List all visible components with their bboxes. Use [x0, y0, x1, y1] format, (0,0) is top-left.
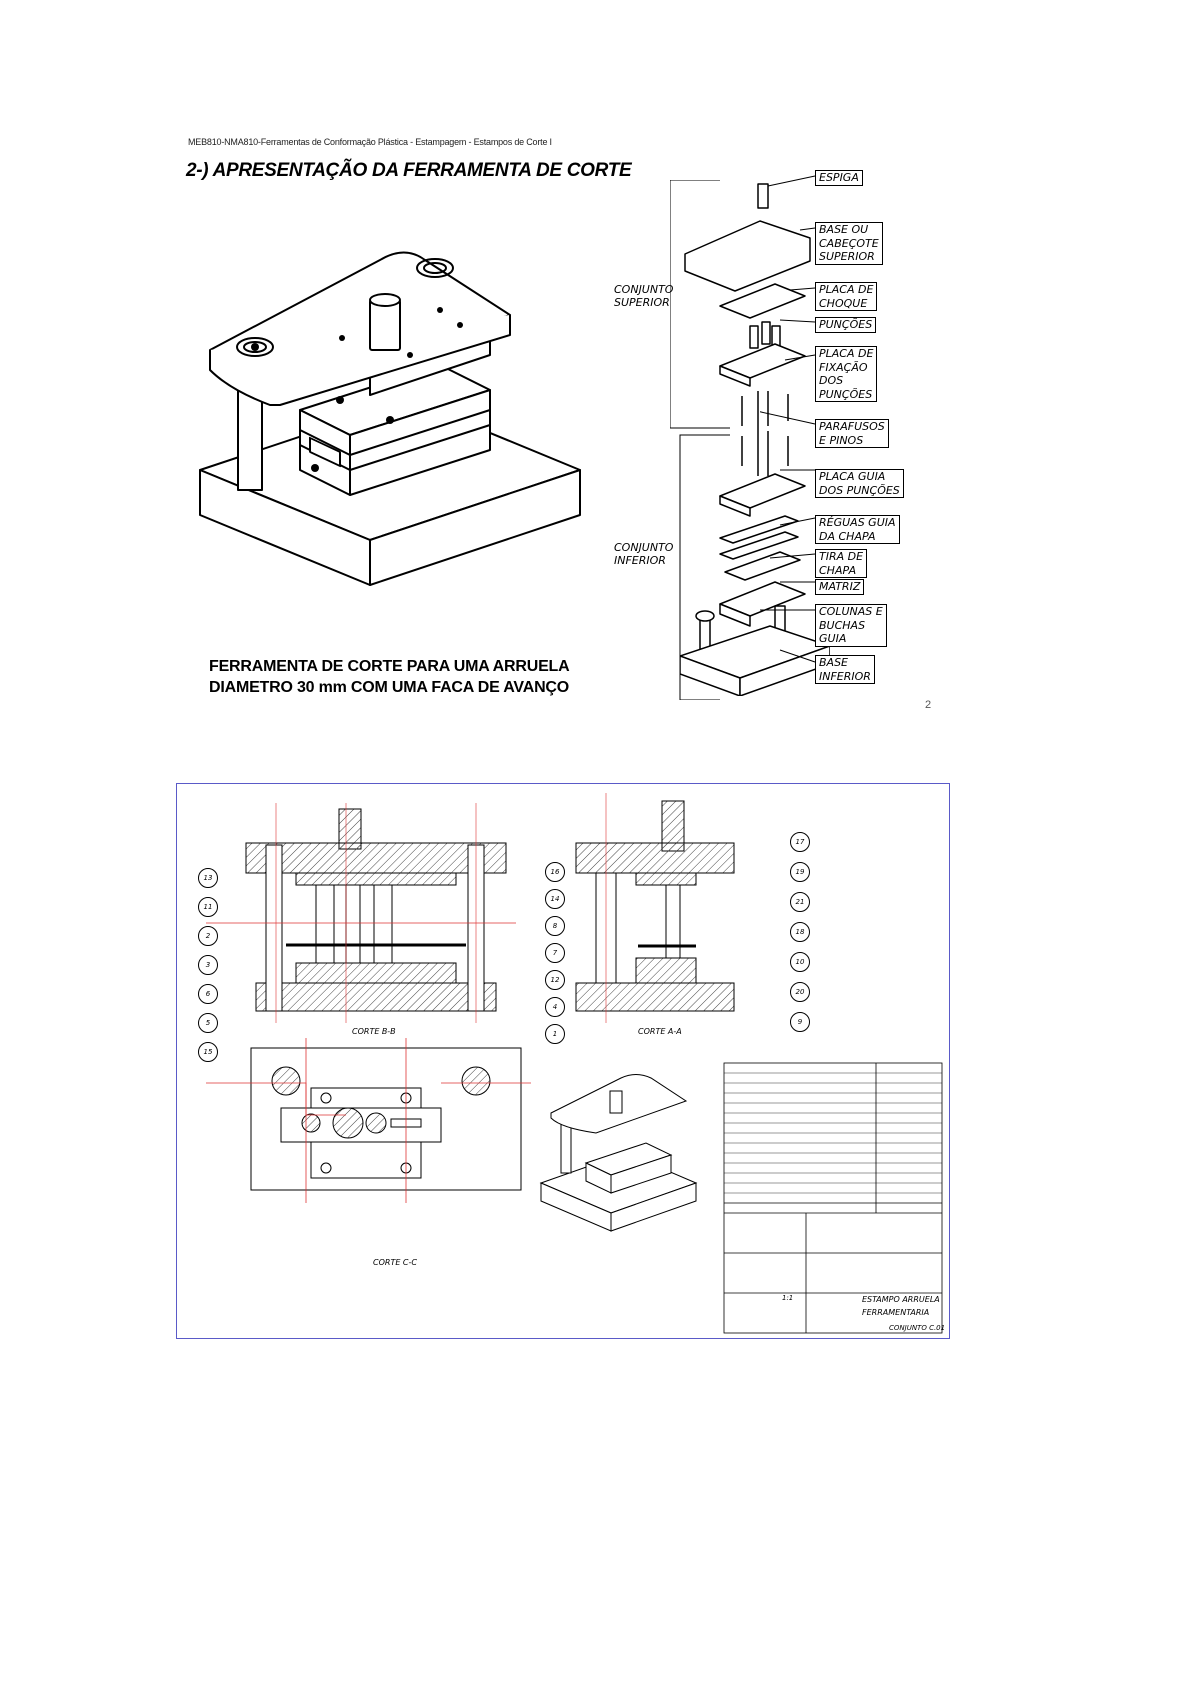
- balloon-6: 6: [198, 984, 218, 1004]
- drawing-isometric: [539, 1074, 698, 1232]
- balloon-3: 3: [198, 955, 218, 975]
- balloon-18: 18: [790, 922, 810, 942]
- slide-title: 2-) APRESENTAÇÃO DA FERRAMENTA DE CORTE: [186, 160, 632, 181]
- balloon-11: 11: [198, 897, 218, 917]
- balloon-21: 21: [790, 892, 810, 912]
- section-aa-label: CORTE A-A: [638, 1027, 682, 1036]
- part-label-base-superior: BASE OU CABEÇOTE SUPERIOR: [815, 222, 883, 265]
- balloon-4: 4: [545, 997, 565, 1017]
- technical-drawing-frame: [176, 783, 950, 1339]
- balloon-13: 13: [198, 868, 218, 888]
- part-label-matriz: MATRIZ: [815, 579, 865, 595]
- balloon-5: 5: [198, 1013, 218, 1033]
- part-label-colunas: COLUNAS E BUCHAS GUIA: [815, 604, 887, 647]
- drawing-title-block: [723, 1062, 943, 1334]
- part-label-espiga: ESPIGA: [815, 170, 863, 186]
- title-block-project: ESTAMPO ARRUELA FERRAMENTARIA: [862, 1295, 940, 1317]
- part-label-parafusos: PARAFUSOS E PINOS: [815, 419, 889, 448]
- balloon-14: 14: [545, 889, 565, 909]
- caption-line-1: FERRAMENTA DE CORTE PARA UMA ARRUELA: [209, 658, 570, 675]
- technical-drawing: [206, 793, 943, 1334]
- caption-line-2: DIAMETRO 30 mm COM UMA FACA DE AVANÇO: [209, 679, 570, 696]
- balloon-16: 16: [545, 862, 565, 882]
- group-lower-label: CONJUNTO INFERIOR: [614, 541, 674, 567]
- section-bb-label: CORTE B-B: [352, 1027, 396, 1036]
- page-number: 2: [925, 699, 932, 711]
- exploded-view-illustration: [680, 183, 830, 696]
- slide-header: MEB810-NMA810-Ferramentas de Conformação…: [188, 137, 552, 147]
- group-upper-label: CONJUNTO SUPERIOR: [614, 283, 674, 309]
- balloon-7: 7: [545, 943, 565, 963]
- group-brackets: [670, 180, 730, 700]
- balloon-10: 10: [790, 952, 810, 972]
- section-cc-label: CORTE C-C: [373, 1258, 417, 1267]
- balloon-1: 1: [545, 1024, 565, 1044]
- figure-caption: FERRAMENTA DE CORTE PARA UMA ARRUELA DIA…: [209, 656, 570, 698]
- balloon-15: 15: [198, 1042, 218, 1062]
- part-label-puncoes: PUNÇÕES: [815, 317, 877, 333]
- balloon-17: 17: [790, 832, 810, 852]
- part-label-placa-choque: PLACA DE CHOQUE: [815, 282, 878, 311]
- title-block-drawing: CONJUNTO C.01: [889, 1324, 946, 1332]
- part-label-reguas: RÉGUAS GUIA DA CHAPA: [815, 515, 900, 544]
- balloon-2: 2: [198, 926, 218, 946]
- title-block-scale: 1:1: [782, 1294, 794, 1302]
- balloon-8: 8: [545, 916, 565, 936]
- part-label-placa-guia: PLACA GUIA DOS PUNÇÕES: [815, 469, 904, 498]
- balloon-12: 12: [545, 970, 565, 990]
- part-label-tira: TIRA DE CHAPA: [815, 549, 868, 578]
- balloon-19: 19: [790, 862, 810, 882]
- die-set-isometric-illustration: [199, 251, 581, 586]
- part-label-placa-fixacao: PLACA DE FIXAÇÃO DOS PUNÇÕES: [815, 346, 878, 402]
- balloon-20: 20: [790, 982, 810, 1002]
- part-leader-lines: [760, 175, 816, 663]
- section-bb-view: [245, 808, 507, 1012]
- part-label-base-inferior: BASE INFERIOR: [815, 655, 875, 684]
- balloon-9: 9: [790, 1012, 810, 1032]
